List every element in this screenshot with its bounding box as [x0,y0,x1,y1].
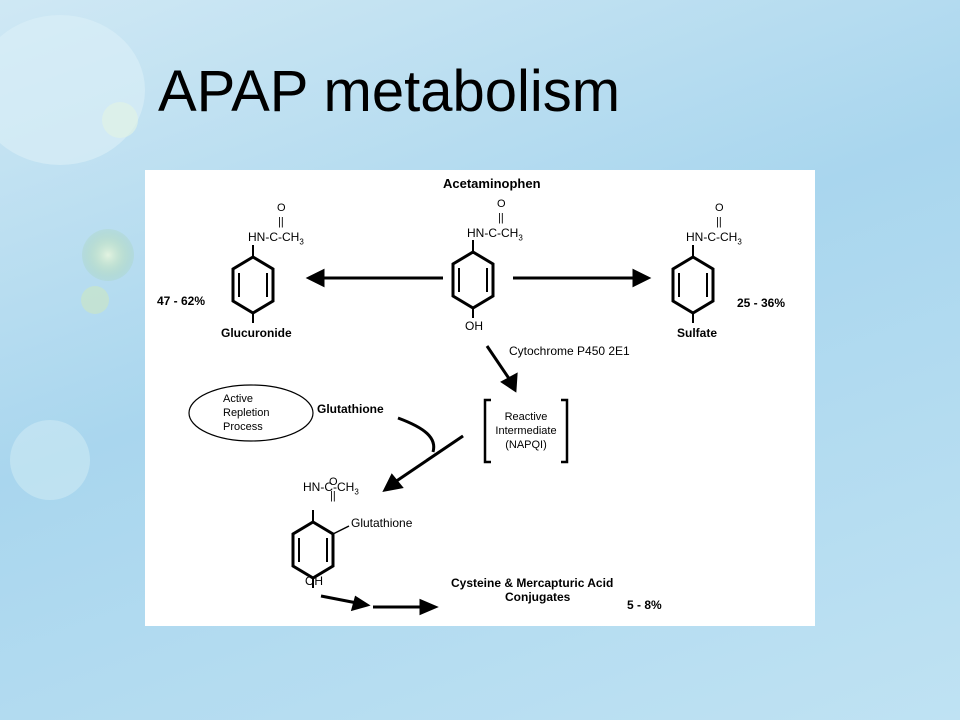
double-bond-center: || [498,212,504,224]
benzene-ring-sulfate [671,245,715,323]
conjugates-label-line1: Cysteine & Mercapturic Acid [451,576,614,590]
sulfate-label: Sulfate [677,326,718,340]
amide-group-conjugate: HN-C-CH3 [303,480,359,497]
amide-group-sulfate: HN-C-CH3 [686,230,742,247]
double-bond-conjugate: || [330,490,336,502]
benzene-ring-acetaminophen [451,240,495,318]
diagram-lines [188,240,715,616]
glucuronide-label: Glucuronide [221,326,292,340]
benzene-ring-glucuronide [231,245,275,323]
glutathione-bar [426,434,464,462]
carbonyl-o-conjugate: O [329,476,338,488]
conjugates-percent: 5 - 8% [627,598,662,612]
amide-group-glucuronide: HN-C-CH3 [248,230,304,247]
active-repletion-text: Active Repletion Process [223,393,270,433]
hydroxyl-center: OH [465,319,483,333]
glutathione-curve [397,416,436,453]
napqi-brackets [483,398,569,464]
double-bond-glucuronide: || [278,216,284,228]
glutathione-label: Glutathione [317,402,384,416]
sulfate-percent: 25 - 36% [737,296,786,310]
conjugates-label-line2: Conjugates [505,590,571,604]
hydroxyl-conjugate: OH [305,574,323,588]
acetaminophen-title: Acetaminophen [443,176,541,191]
glutathione-substituent: Glutathione [351,516,413,530]
carbonyl-o-sulfate: O [715,202,724,214]
arrow-to-napqi [485,345,512,381]
enzyme-label: Cytochrome P450 2E1 [509,344,630,358]
metabolism-diagram: Acetaminophen O || HN-C-CH3 OH O || HN-C… [145,170,815,626]
double-bond-sulfate: || [716,216,722,228]
slide-title: APAP metabolism [158,59,621,124]
benzene-ring-glutathione-conjugate [291,510,350,588]
carbonyl-o-center: O [497,198,506,210]
active-repletion-oval [188,384,314,442]
napqi-label: Reactive Intermediate (NAPQI) [495,411,557,451]
glucuronide-percent: 47 - 62% [157,294,206,308]
amide-group-center: HN-C-CH3 [467,226,523,243]
carbonyl-o-glucuronide: O [277,202,286,214]
